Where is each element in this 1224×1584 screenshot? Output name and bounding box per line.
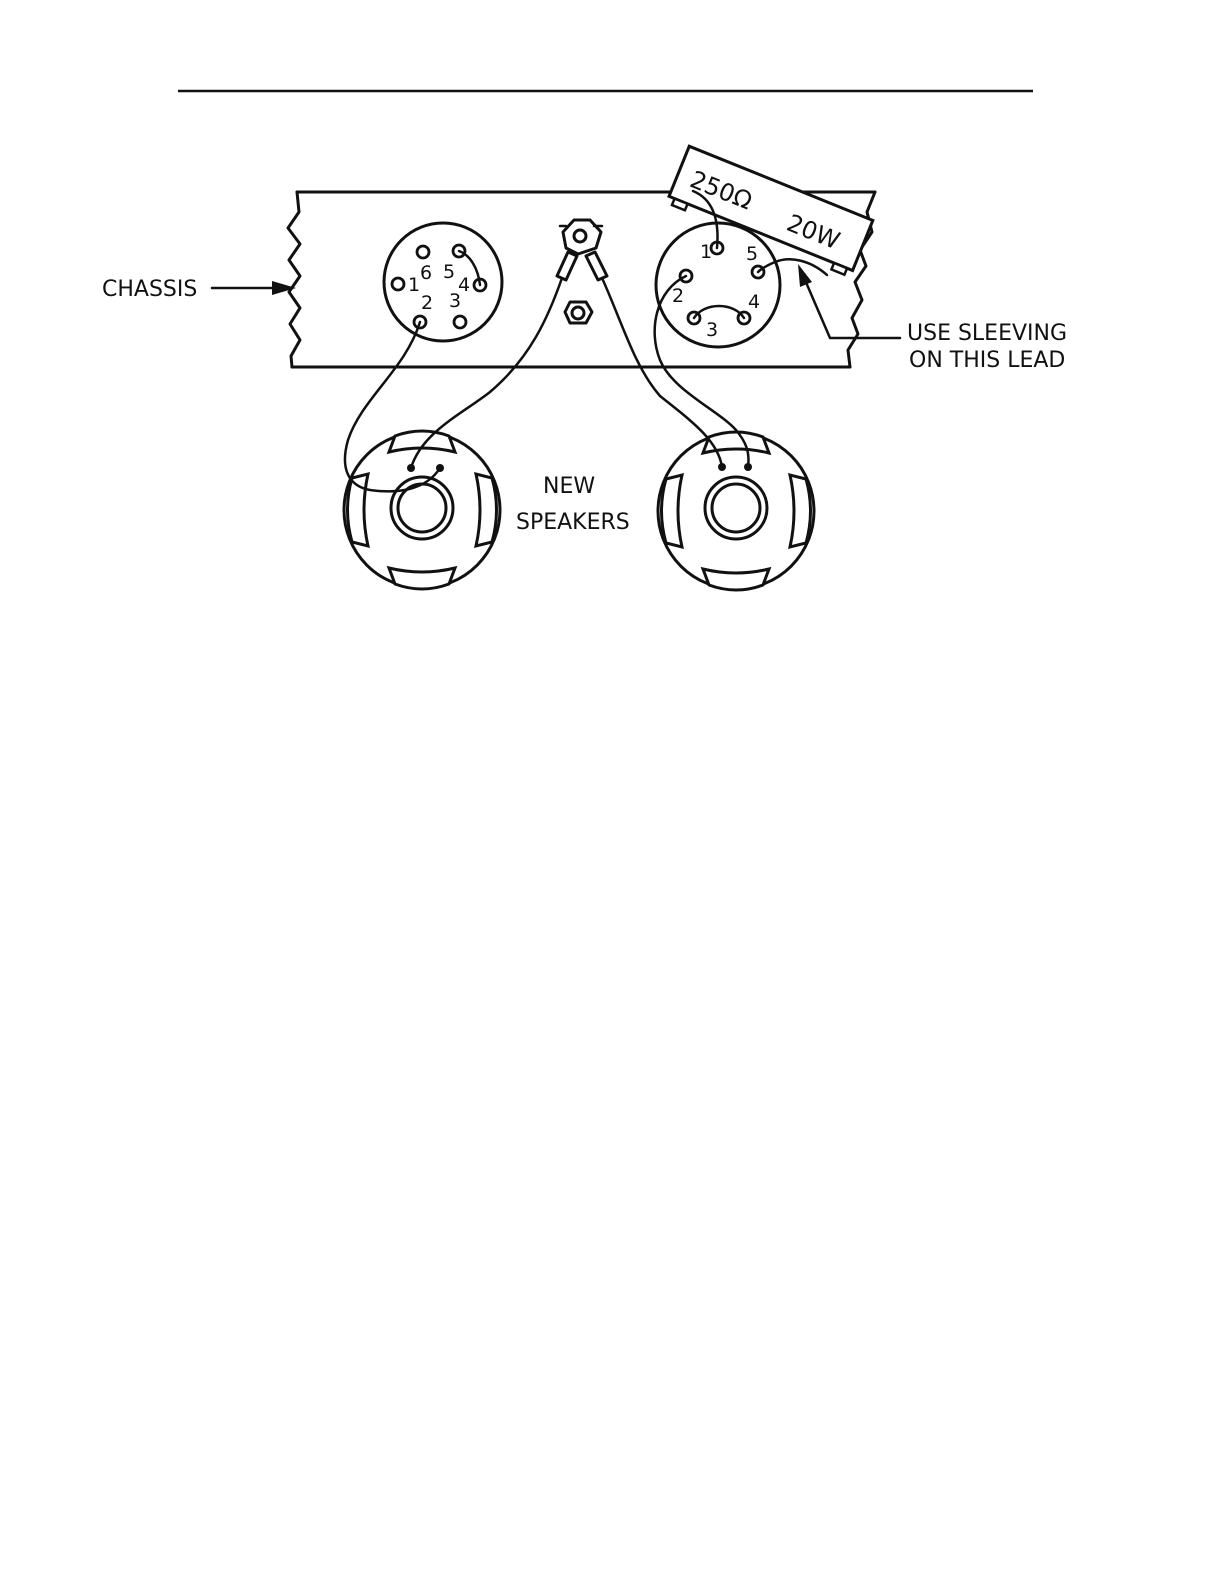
- left-pin-2: 2: [421, 292, 433, 314]
- left-pin-5: 5: [443, 261, 455, 283]
- sleeving-label-line2: ON THIS LEAD: [909, 348, 1065, 373]
- speakers-label-line1: NEW: [543, 474, 595, 499]
- chassis-nut: [565, 302, 592, 323]
- ground-lug: [557, 220, 607, 280]
- speaker-left: [344, 431, 500, 589]
- chassis-label: CHASSIS: [102, 277, 197, 302]
- speaker-right: [658, 432, 814, 590]
- right-pin-2: 2: [672, 285, 684, 307]
- right-pin-4: 4: [748, 291, 760, 313]
- right-pin-1: 1: [700, 241, 712, 263]
- left-pin-6: 6: [420, 262, 432, 284]
- sleeving-label-line1: USE SLEEVING: [907, 321, 1067, 346]
- sleeving-arrow: [798, 264, 900, 338]
- speakers-label-line2: SPEAKERS: [516, 510, 630, 535]
- power-resistor: 250Ω 20W: [666, 146, 872, 277]
- chassis-arrow: [212, 281, 296, 295]
- left-pin-1: 1: [408, 274, 420, 296]
- resistor-lead-to-pin5-sleeved: [758, 259, 827, 275]
- right-pin-3: 3: [706, 319, 718, 341]
- right-pin-5: 5: [746, 243, 758, 265]
- left-pin-4: 4: [458, 274, 470, 296]
